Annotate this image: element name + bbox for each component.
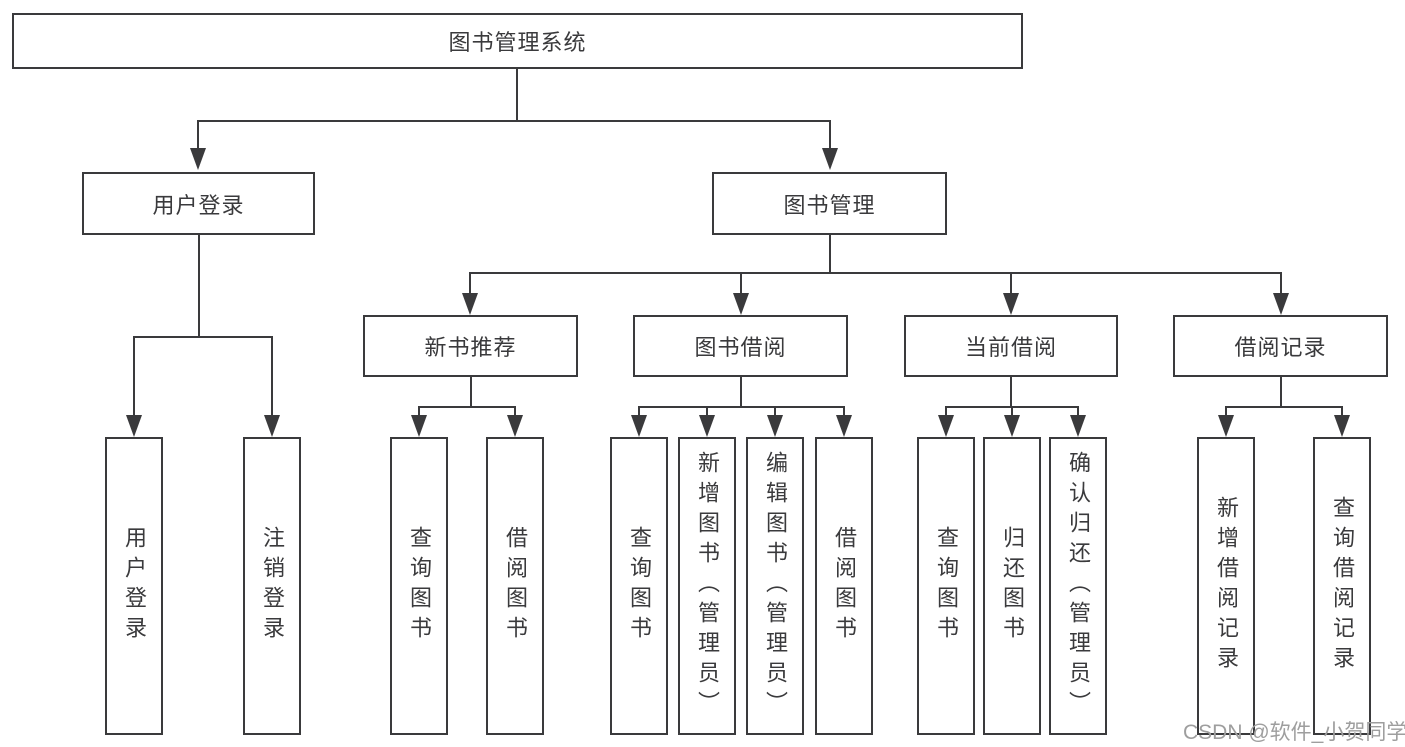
arrow-down-icon xyxy=(507,415,523,437)
connector-borrow-stem xyxy=(740,377,742,408)
arrow-down-icon xyxy=(264,415,280,437)
node-label: 借阅记录 xyxy=(1234,335,1327,360)
connector-root-hline xyxy=(197,120,831,122)
node-label: 用户登录 xyxy=(152,192,245,218)
leaf-label: 查询图书 xyxy=(407,526,432,646)
leaf-records-add-record: 新增借阅记录 xyxy=(1197,437,1255,735)
node-label: 图书管理 xyxy=(783,192,876,218)
leaf-borrow-query-books: 查询图书 xyxy=(610,437,668,735)
connector-borrow-drop xyxy=(706,406,708,415)
connector-root-drop-left xyxy=(197,120,199,150)
leaf-borrow-add-books-admin: 新增图书（管理员） xyxy=(678,437,736,735)
arrow-down-icon xyxy=(462,293,478,315)
leaf-label: 新增借阅记录 xyxy=(1214,496,1239,676)
connector-records-drop xyxy=(1341,406,1343,415)
arrow-down-icon xyxy=(1003,293,1019,315)
leaf-label: 查询图书 xyxy=(934,526,959,646)
node-borrow-records: 借阅记录 xyxy=(1173,315,1388,377)
leaf-label: 查询借阅记录 xyxy=(1330,496,1355,676)
leaf-borrow-edit-books-admin: 编辑图书（管理员） xyxy=(746,437,804,735)
leaf-current-confirm-return-admin: 确认归还（管理员） xyxy=(1049,437,1107,735)
leaf-user-login: 用户登录 xyxy=(105,437,163,735)
leaf-label: 确认归还（管理员） xyxy=(1066,451,1091,721)
leaf-label: 查询图书 xyxy=(627,526,652,646)
arrow-down-icon xyxy=(822,148,838,170)
node-label: 新书推荐 xyxy=(424,335,517,360)
connector-current-drop xyxy=(1077,406,1079,415)
node-book-management: 图书管理 xyxy=(712,172,947,235)
connector-recommend-drop xyxy=(514,406,516,415)
connector-mgmt-drop xyxy=(1010,272,1012,295)
connector-login-hline xyxy=(133,336,273,338)
connector-recommend-drop xyxy=(418,406,420,415)
connector-login-drop xyxy=(133,336,135,415)
leaf-logout: 注销登录 xyxy=(243,437,301,735)
connector-mgmt-drop xyxy=(469,272,471,295)
connector-recommend-stem xyxy=(470,377,472,408)
arrow-down-icon xyxy=(411,415,427,437)
connector-login-drop xyxy=(271,336,273,415)
arrow-down-icon xyxy=(699,415,715,437)
connector-mgmt-drop xyxy=(740,272,742,295)
connector-records-drop xyxy=(1225,406,1227,415)
arrow-down-icon xyxy=(767,415,783,437)
node-label: 图书管理系统 xyxy=(448,30,587,55)
leaf-label: 注销登录 xyxy=(260,526,285,646)
arrow-down-icon xyxy=(1004,415,1020,437)
arrow-down-icon xyxy=(1218,415,1234,437)
connector-borrow-drop xyxy=(638,406,640,415)
leaf-label: 用户登录 xyxy=(122,526,147,646)
node-label: 当前借阅 xyxy=(964,335,1057,360)
connector-borrow-hline xyxy=(638,406,845,408)
connector-recommend-hline xyxy=(418,406,516,408)
arrow-down-icon xyxy=(126,415,142,437)
leaf-recommend-query-books: 查询图书 xyxy=(390,437,448,735)
leaf-current-return-books: 归还图书 xyxy=(983,437,1041,735)
leaf-recommend-borrow-books: 借阅图书 xyxy=(486,437,544,735)
leaf-label: 借阅图书 xyxy=(832,526,857,646)
connector-borrow-drop xyxy=(843,406,845,415)
connector-borrow-drop xyxy=(774,406,776,415)
connector-mgmt-stem xyxy=(829,235,831,274)
arrow-down-icon xyxy=(1070,415,1086,437)
connector-current-drop xyxy=(1011,406,1013,415)
connector-records-hline xyxy=(1225,406,1343,408)
connector-current-drop xyxy=(945,406,947,415)
connector-records-stem xyxy=(1280,377,1282,408)
leaf-label: 归还图书 xyxy=(1000,526,1025,646)
connector-current-stem xyxy=(1010,377,1012,408)
arrow-down-icon xyxy=(190,148,206,170)
connector-login-stem xyxy=(198,235,200,338)
node-book-borrow: 图书借阅 xyxy=(633,315,848,377)
connector-root-stem xyxy=(516,69,518,122)
node-library-management-system: 图书管理系统 xyxy=(12,13,1023,69)
node-current-borrow: 当前借阅 xyxy=(904,315,1118,377)
arrow-down-icon xyxy=(1334,415,1350,437)
leaf-label: 新增图书（管理员） xyxy=(695,451,720,721)
node-user-login: 用户登录 xyxy=(82,172,315,235)
leaf-current-query-books: 查询图书 xyxy=(917,437,975,735)
arrow-down-icon xyxy=(836,415,852,437)
node-label: 图书借阅 xyxy=(694,335,787,360)
leaf-records-query-record: 查询借阅记录 xyxy=(1313,437,1371,735)
node-new-book-recommend: 新书推荐 xyxy=(363,315,578,377)
leaf-label: 借阅图书 xyxy=(503,526,528,646)
arrow-down-icon xyxy=(938,415,954,437)
leaf-borrow-borrow-books: 借阅图书 xyxy=(815,437,873,735)
connector-mgmt-drop xyxy=(1280,272,1282,295)
arrow-down-icon xyxy=(733,293,749,315)
csdn-watermark: CSDN @软件_小贺同学 xyxy=(1183,721,1405,744)
arrow-down-icon xyxy=(1273,293,1289,315)
leaf-label: 编辑图书（管理员） xyxy=(763,451,788,721)
arrow-down-icon xyxy=(631,415,647,437)
connector-mgmt-hline xyxy=(469,272,1282,274)
connector-root-drop-right xyxy=(829,120,831,150)
